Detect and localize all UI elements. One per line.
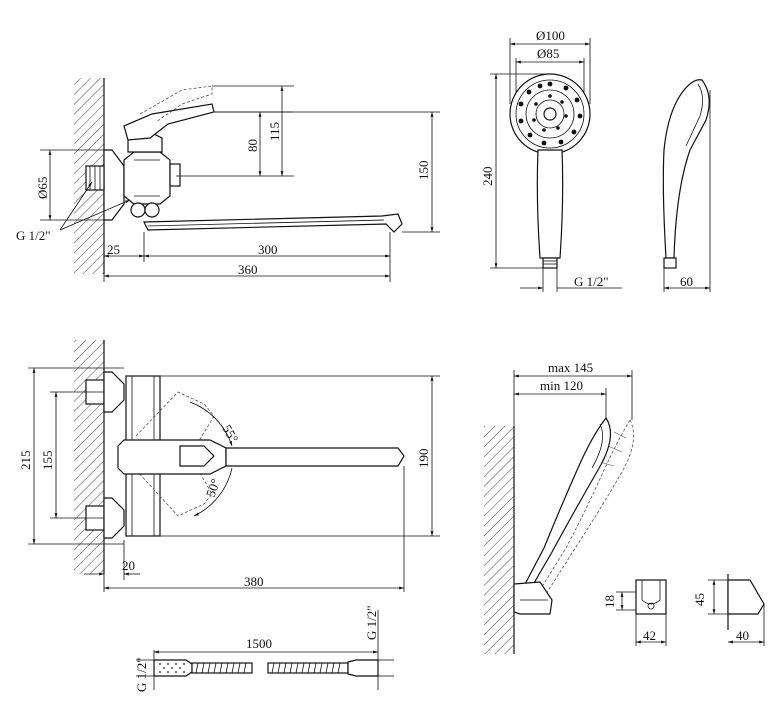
dim-100-label: Ø100 (536, 28, 565, 43)
shower-handle (536, 149, 564, 259)
diverter-ring-right (144, 202, 160, 218)
upper-flange (103, 371, 125, 413)
dim-60-label: 60 (680, 274, 693, 289)
dim-18-label: 18 (602, 595, 617, 608)
spout-top (225, 447, 405, 467)
faucet-top-view: 55° 50° 215 155 190 20 380 (18, 340, 440, 592)
hose-view: 1500 G 1/2" G 1/2" (134, 605, 394, 692)
dim-42-label: 42 (643, 628, 656, 643)
dim-190-label: 190 (416, 449, 431, 469)
dim-150-label: 150 (416, 161, 431, 181)
hose-nut-right (347, 659, 379, 677)
dim-thread-label: G 1/2" (16, 228, 51, 243)
diverter-ring-left (130, 202, 146, 218)
dim-65-label: Ø65 (35, 177, 50, 199)
lower-flange (103, 497, 125, 539)
dim-max-label: max 145 (548, 360, 593, 375)
dim-155-label: 155 (40, 451, 55, 471)
dim-380-label: 380 (244, 574, 264, 589)
dim-360-label: 360 (238, 262, 258, 277)
faucet-side-view: Ø65 G 1/2" 80 115 150 25 300 360 (16, 78, 440, 282)
bracket-front-body (635, 579, 667, 615)
angle-50-label: 50° (203, 477, 223, 499)
dim-215-label: 215 (18, 451, 33, 471)
shower-head-inner (515, 79, 585, 149)
dim-20-label: 20 (122, 558, 135, 573)
side-knob (169, 163, 181, 187)
holder-assembly-view: max 145 min 120 (484, 360, 634, 654)
dim-85-label: Ø85 (537, 46, 559, 61)
shower-in-holder (523, 416, 612, 591)
hose-thread-left-label: G 1/2" (134, 657, 149, 692)
bracket-front-view: 18 42 (602, 579, 667, 646)
hose-conic-nut (153, 659, 193, 677)
dim-80-label: 80 (245, 139, 260, 152)
dim-shower-thread-label: G 1/2" (574, 274, 609, 289)
dim-40-label: 40 (736, 628, 749, 643)
dim-115-label: 115 (267, 122, 282, 141)
dim-min-label: min 120 (540, 378, 583, 393)
lever-top (117, 439, 227, 475)
hose-thread-right-label: G 1/2" (364, 605, 379, 640)
wall-bracket (513, 581, 553, 615)
shower-side-view: 60 (662, 79, 711, 292)
dim-240-label: 240 (480, 167, 495, 187)
lever-handle (123, 103, 215, 141)
bracket-side-body (727, 579, 765, 615)
angle-55-label: 55° (219, 422, 241, 445)
dim-300-label: 300 (258, 242, 278, 257)
shower-side-thread (663, 257, 677, 269)
shower-side-body (662, 79, 710, 259)
shower-front-view: Ø100 Ø85 240 G 1/2" (480, 28, 622, 292)
dim-1500-label: 1500 (246, 636, 272, 651)
dim-45-label: 45 (692, 593, 707, 606)
wall-hatch-lower (74, 340, 104, 574)
bracket-side-view: 45 40 (692, 574, 765, 646)
nozzle-pattern (518, 81, 583, 146)
wall-hatch-holder (484, 426, 514, 654)
dim-25-label: 25 (107, 242, 120, 257)
shower-thread (542, 257, 558, 269)
